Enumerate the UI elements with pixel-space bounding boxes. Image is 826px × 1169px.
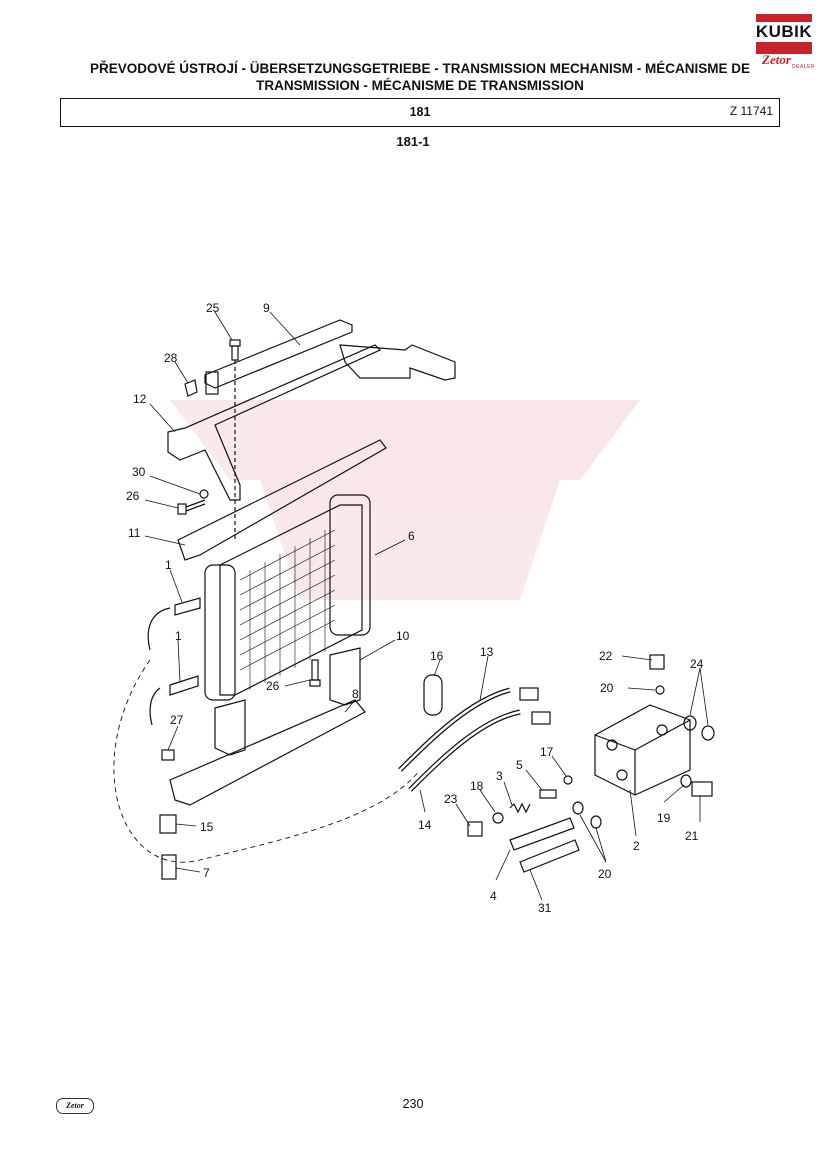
figure-code: 181-1 [396,134,430,149]
kubik-zetor-logo: KUBIK Zetor DEALER [752,14,816,70]
callout-label: 18 [470,779,484,793]
footer-zetor-logo: Zetor [56,1098,94,1114]
watermark [170,400,640,600]
callout-label: 11 [128,526,141,540]
callout-label: 27 [170,713,184,727]
callout-label: 16 [430,649,444,663]
bolt-25 [229,339,241,540]
callout-label: 30 [132,465,146,479]
page-title: PŘEVODOVÉ ÚSTROJÍ - ÜBERSETZUNGSGETRIEBE… [89,61,751,93]
callout-label: 15 [200,820,214,834]
section-number: 181 [409,105,431,119]
logo-dealer: DEALER [792,64,816,70]
oil-cooler [204,494,371,701]
callout-label: 8 [352,687,359,701]
callout-label: 2 [633,839,640,853]
callout-label: 26 [126,489,140,503]
top-bracket [204,319,456,395]
callout-label: 26 [266,679,280,693]
callout-label: 7 [203,866,210,880]
logo-brand: Zetor [762,52,791,67]
callout-label: 1 [165,558,172,572]
callout-label: 12 [133,392,147,406]
callout-label: 4 [490,889,497,903]
valve-block [594,704,691,796]
callout-label: 23 [444,792,458,806]
callout-label: 9 [263,301,270,315]
callout-label: 10 [396,629,410,643]
section-header-box: 181 Z 11741 [60,98,780,127]
callout-label: 13 [480,645,494,659]
callout-label: 28 [164,351,178,365]
callout-label: 3 [496,769,503,783]
callout-label: 17 [540,745,554,759]
page-number: 230 [402,1097,424,1111]
callout-label: 25 [206,301,220,315]
callout-label: 21 [685,829,699,843]
callout-label: 6 [408,529,415,543]
callout-label: 22 [599,649,613,663]
callout-label: 19 [657,811,671,825]
callout-label: 14 [418,818,432,832]
drawing-code: Z 11741 [729,104,773,118]
callout-label: 20 [598,867,612,881]
logo-word: KUBIK [752,22,816,42]
callout-label: 20 [600,681,614,695]
callout-label: 1 [175,629,182,643]
callouts: 25 9 28 12 30 26 11 6 1 1 10 26 16 13 22… [126,301,704,915]
callout-label: 24 [690,657,704,671]
bolt-26-upper [177,499,206,515]
callout-label: 31 [538,901,552,915]
callout-label: 5 [516,758,523,772]
